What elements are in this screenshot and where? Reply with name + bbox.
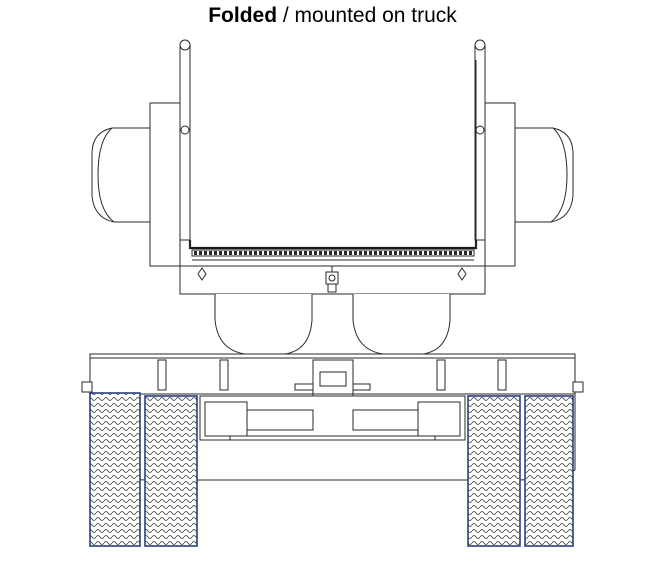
tire-right-inner: [467, 395, 521, 547]
platform-floor-edge: [188, 240, 478, 250]
right-mudguard: [515, 127, 574, 223]
drawing-title: Folded / mounted on truck: [0, 4, 665, 28]
right-post: [474, 39, 486, 241]
hinge-strip: [191, 249, 475, 267]
tire-right-outer: [524, 395, 574, 547]
right-cylinder-housing: [352, 294, 451, 355]
right-bolt: [457, 267, 467, 281]
title-bold: Folded: [208, 4, 278, 27]
axle-assembly: [199, 395, 466, 441]
title-rest: / mounted on truck: [277, 4, 457, 27]
left-post: [179, 39, 191, 241]
left-cylinder-housing: [214, 294, 313, 355]
left-bolt: [197, 267, 207, 281]
tire-left-outer: [89, 392, 141, 547]
left-side-plate: [149, 102, 181, 267]
right-side-plate: [484, 102, 516, 267]
left-mudguard: [91, 127, 150, 223]
lock-mechanism: [325, 266, 339, 293]
tire-left-inner: [144, 395, 198, 547]
